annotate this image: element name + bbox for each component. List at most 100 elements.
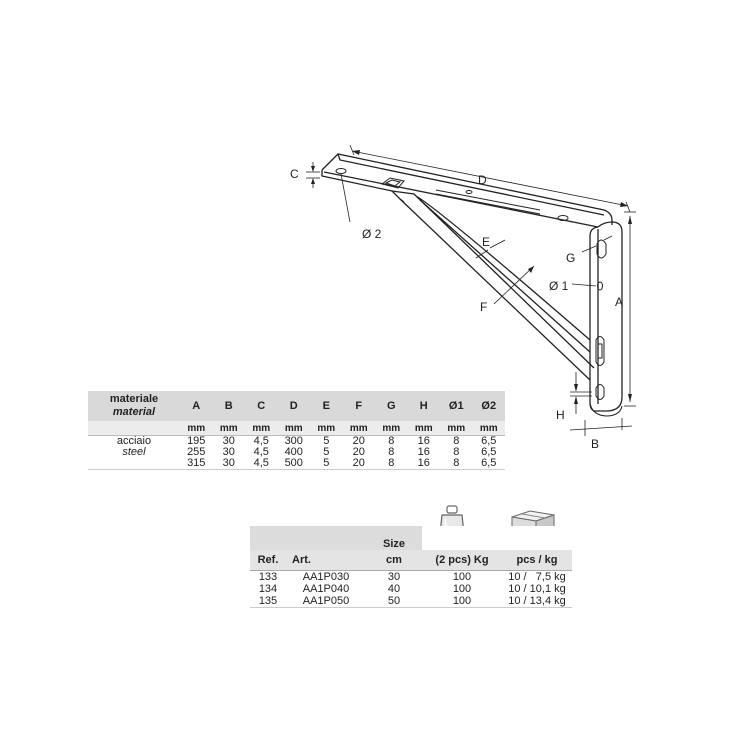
spec-cell: 16: [407, 435, 440, 447]
ref-cell-load: 100: [452, 582, 472, 595]
spec-cell: 255: [187, 446, 206, 458]
spec-unit: mm: [407, 421, 440, 436]
dim-label-c: C: [290, 167, 299, 181]
ref-cell-pack: 10 / 13,4 kg: [502, 595, 572, 608]
ref-h1-pack: [502, 526, 572, 550]
ref-load-header: (2 pcs) Kg: [422, 550, 502, 571]
ref-row: 134 AA1P040 40 100 10 / 10,1 kg: [250, 583, 572, 595]
spec-col-g: G: [375, 391, 408, 421]
spec-data-row: 315 30 4,5 500 5 20 8 16 8 6,5: [88, 458, 505, 470]
spec-col-phi2: Ø2: [472, 391, 505, 421]
spec-unit: mm: [375, 421, 408, 436]
ref-cell-size: 30: [366, 570, 422, 583]
dim-label-e: E: [482, 235, 490, 249]
dim-label-phi1: Ø 1: [549, 279, 569, 293]
spec-unit: mm: [472, 421, 505, 436]
ref-cell-size: 50: [366, 595, 422, 608]
dim-label-f: F: [480, 300, 487, 314]
spec-cell: 4,5: [245, 435, 278, 447]
ref-cell-load: 100: [422, 595, 502, 608]
spec-material-header: materiale material: [88, 391, 180, 421]
spec-unit: mm: [277, 421, 310, 436]
spec-col-c: C: [245, 391, 278, 421]
ref-cell-art: AA1P030: [286, 570, 366, 583]
spec-data-row: acciaio 195 30 4,5 300 5 20 8 16 8 6,5: [88, 435, 505, 447]
spec-cell: 5: [323, 446, 330, 458]
ref-row: 135 AA1P050 50 100 10 / 13,4 kg: [250, 595, 572, 608]
spec-col-phi1: Ø1: [440, 391, 473, 421]
spec-unit: mm: [212, 421, 245, 436]
ref-cell-load: 100: [422, 570, 502, 583]
dim-label-g: G: [566, 251, 575, 265]
material-label-en: material: [112, 406, 156, 418]
spec-material-value-en: steel: [122, 446, 146, 458]
spec-material-value: acciaio: [88, 435, 180, 447]
ref-cell-ref: 133: [250, 570, 286, 583]
spec-cell: 6,5: [472, 435, 505, 447]
spec-unit: mm: [342, 421, 375, 436]
dim-label-d: D: [478, 173, 487, 187]
dim-label-a: A: [615, 295, 623, 309]
spec-col-d: D: [277, 391, 310, 421]
spec-col-h: H: [407, 391, 440, 421]
spec-unit: mm: [440, 421, 473, 436]
spec-unit-blank: [88, 421, 180, 436]
ref-cell-art: AA1P040: [302, 582, 350, 595]
ref-cell-pack: 10 / 7,5 kg: [502, 570, 572, 583]
spec-col-e: E: [310, 391, 343, 421]
spec-table: materiale material A B C D E F G H Ø1 Ø2…: [88, 391, 505, 470]
spec-cell: 30: [222, 446, 235, 458]
spec-cell: 315: [180, 458, 213, 470]
spec-cell: 8: [375, 435, 408, 447]
spec-col-f: F: [342, 391, 375, 421]
ref-h1-blank: [286, 526, 366, 550]
ref-cell-ref: 134: [258, 582, 278, 595]
ref-size-header: Size: [366, 526, 422, 550]
spec-cell: 6,5: [472, 458, 505, 470]
spec-cell: 8: [375, 458, 408, 470]
spec-cell: 4,5: [245, 458, 278, 470]
spec-cell: 4,5: [253, 446, 269, 458]
ref-h1-load: [422, 526, 502, 550]
spec-unit: mm: [310, 421, 343, 436]
ref-size-unit-header: cm: [366, 550, 422, 571]
material-label: materiale: [109, 393, 159, 405]
spec-cell: 6,5: [481, 446, 497, 458]
spec-cell: 8: [388, 446, 395, 458]
dim-label-b: B: [591, 437, 599, 451]
ref-cell-art: AA1P050: [286, 595, 366, 608]
spec-cell: 16: [407, 458, 440, 470]
spec-cell: 8: [440, 458, 473, 470]
spec-unit: mm: [245, 421, 278, 436]
ref-cell-pack: 10 / 10,1 kg: [508, 582, 566, 595]
spec-cell: 5: [310, 435, 343, 447]
spec-cell: 400: [284, 446, 303, 458]
ref-header-row-2: Ref. Art. cm (2 pcs) Kg pcs / kg: [250, 550, 572, 571]
ref-cell-size: 40: [387, 582, 401, 595]
ref-ref-header: Ref.: [250, 550, 286, 571]
spec-unit: mm: [180, 421, 213, 436]
spec-material-blank: [88, 458, 180, 470]
spec-col-b: B: [212, 391, 245, 421]
bracket-diagonal-strut: [391, 190, 595, 381]
spec-cell: 195: [180, 435, 213, 447]
reference-table: Size Ref. Art. cm (2 pcs) Kg pcs / kg 13…: [250, 526, 572, 608]
spec-cell: 20: [342, 458, 375, 470]
spec-cell: 300: [277, 435, 310, 447]
spec-data-row: steel 255 30 4,5 400 5 20 8 16 8 6,5: [88, 447, 505, 458]
ref-cell-ref: 135: [250, 595, 286, 608]
spec-cell: 8: [440, 435, 473, 447]
ref-art-header: Art.: [286, 550, 366, 571]
dimension-arrows: [311, 150, 632, 404]
ref-h1-blank: [250, 526, 286, 550]
spec-cell: 5: [310, 458, 343, 470]
spec-cell: 20: [352, 446, 365, 458]
spec-header-row: materiale material A B C D E F G H Ø1 Ø2: [88, 391, 505, 421]
spec-cell: 8: [453, 446, 460, 458]
ref-header-row-1: Size: [250, 526, 572, 550]
spec-cell: 30: [212, 458, 245, 470]
spec-cell: 30: [212, 435, 245, 447]
dim-label-h: H: [556, 408, 565, 422]
spec-cell: 16: [417, 446, 430, 458]
